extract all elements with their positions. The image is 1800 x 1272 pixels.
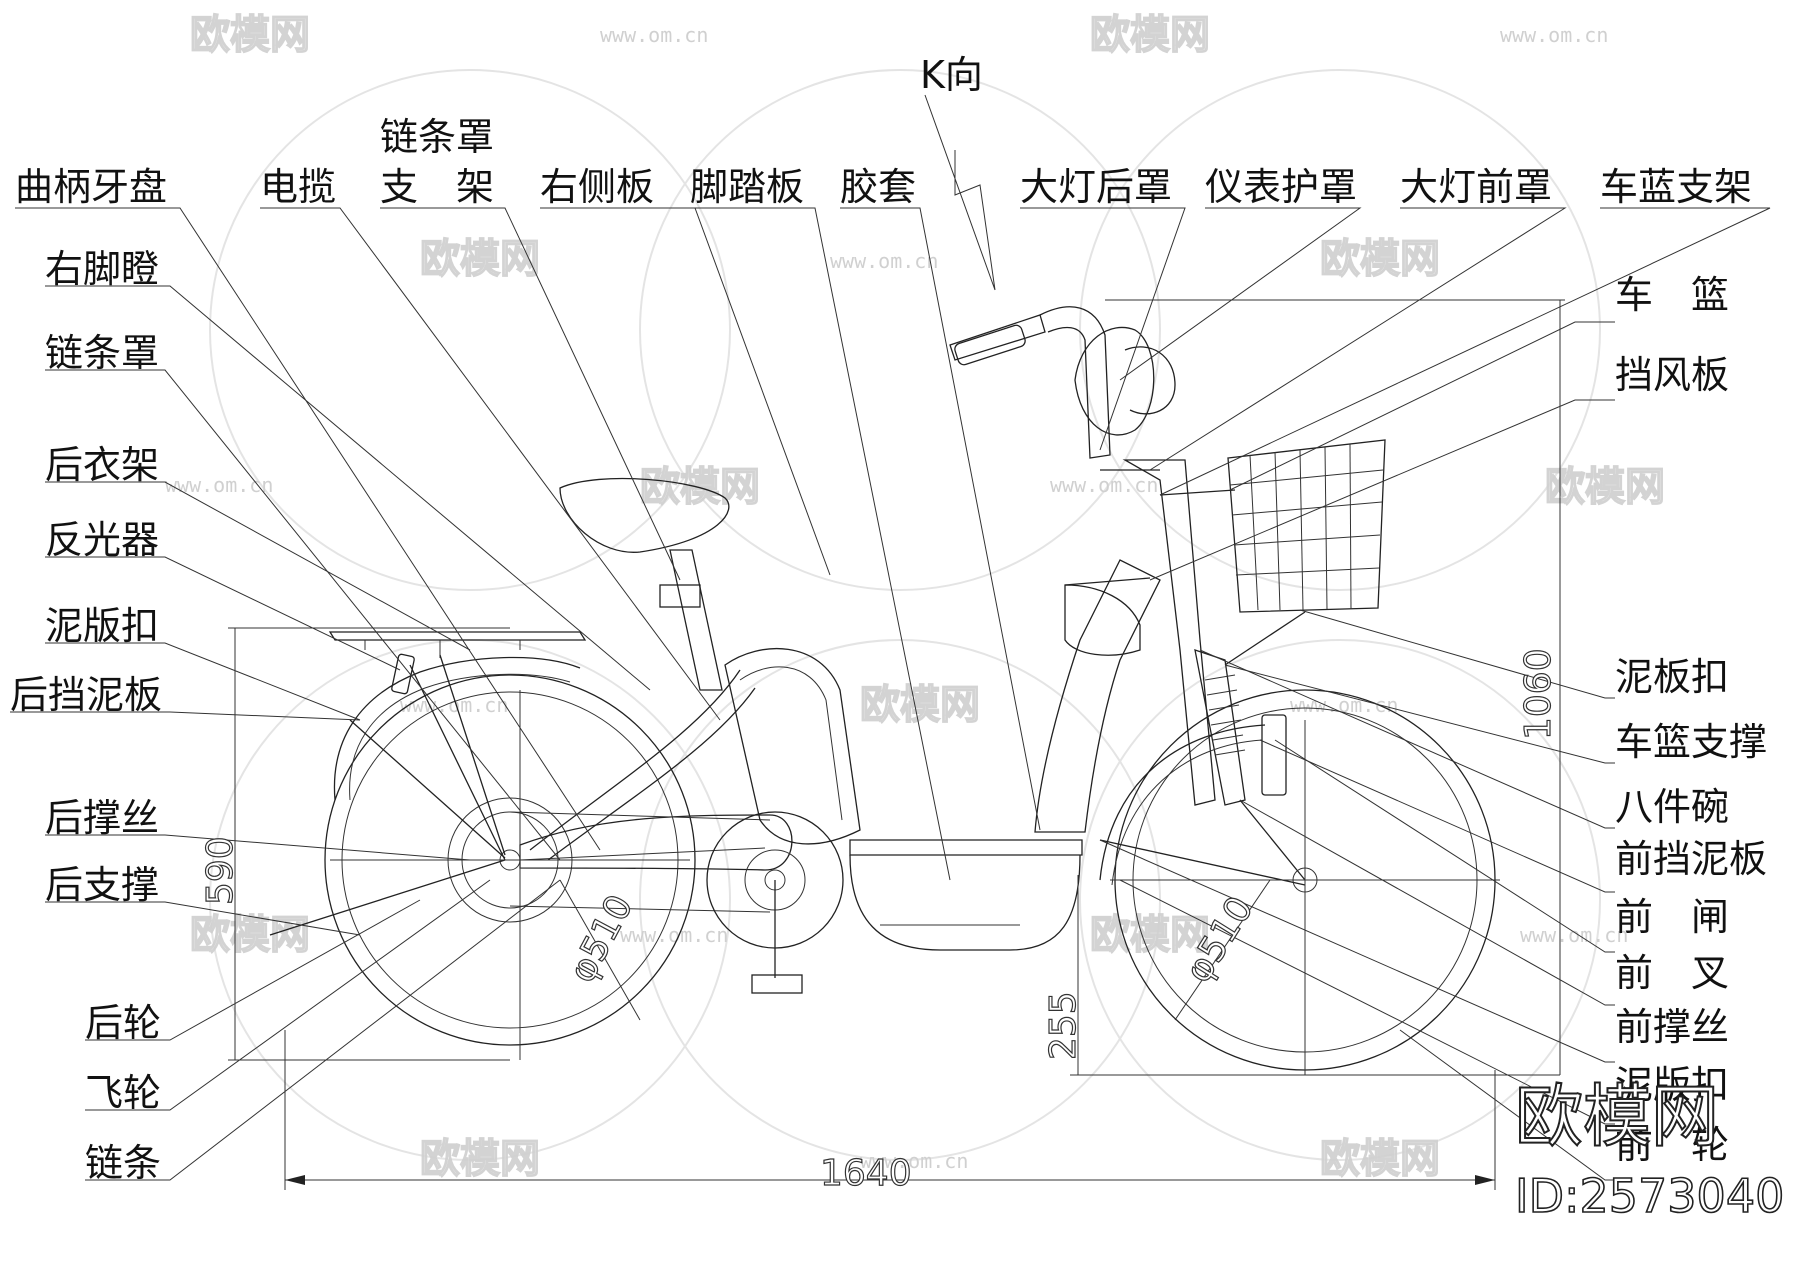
watermark-brand: 欧模网: [640, 464, 760, 510]
watermark-brand: 欧模网: [1320, 236, 1440, 282]
handlebar: [949, 314, 1046, 361]
headlight: [1074, 326, 1155, 436]
label-right-pedal: 右脚瞪: [45, 247, 159, 291]
dimension-lines: [228, 299, 1565, 1190]
label-rear-stay-wire: 后撑丝: [45, 796, 159, 840]
label-chain-cover-bracket-line2: 支 架: [380, 165, 494, 209]
label-fender-clip-left: 泥版扣: [45, 604, 159, 648]
footboard: [849, 839, 1083, 856]
crank-chainring: [706, 811, 844, 994]
watermark-brand: 欧模网: [420, 1136, 540, 1182]
watermark-url: www.om.cn: [620, 923, 728, 947]
label-front-stay-wire: 前撑丝: [1615, 1005, 1729, 1049]
labels-top: 曲柄牙盘 电揽 链条罩 支 架 右侧板 脚踏板 胶套 K向 大灯后罩 仪表护罩 …: [15, 53, 1752, 209]
label-front-fender: 前挡泥板: [1615, 837, 1767, 881]
label-front-brake: 前 闸: [1615, 895, 1729, 939]
label-rear-wheel: 后轮: [85, 1001, 161, 1045]
label-k-direction: K向: [920, 53, 983, 97]
dim-overall-length: 1640: [820, 1153, 912, 1194]
rear-rack: [328, 631, 587, 861]
basket: [1159, 439, 1386, 666]
label-front-wheel: 前 轮: [1615, 1123, 1729, 1167]
watermark-brand: 欧模网: [1545, 464, 1665, 510]
side-panel: [724, 648, 861, 845]
label-headlight-front-cover: 大灯前罩: [1400, 165, 1552, 209]
label-front-fork: 前 叉: [1615, 951, 1729, 995]
watermark-url: www.om.cn: [830, 249, 938, 273]
reflector: [391, 653, 415, 695]
watermark-brand: 欧模网: [420, 236, 540, 282]
labels-right: 车 篮 挡风板 泥板扣 车篮支撑 八件碗 前挡泥板 前 闸 前 叉 前撑丝 泥版…: [1615, 273, 1767, 1167]
watermark-brand: 欧模网: [1090, 912, 1210, 958]
label-freewheel: 飞轮: [85, 1071, 161, 1115]
watermark-brand: 欧模网: [190, 912, 310, 958]
label-meter-cover: 仪表护罩: [1205, 165, 1357, 209]
saddle: [559, 477, 730, 553]
watermark-url: www.om.cn: [1520, 923, 1628, 947]
label-fender-clip-right-2: 泥版扣: [1615, 1063, 1729, 1107]
label-rear-fender: 后挡泥板: [10, 673, 162, 717]
label-basket: 车 篮: [1615, 273, 1729, 317]
seat-post: [669, 549, 723, 691]
logo-brand-text: 欧模网: [1515, 1078, 1719, 1157]
grip: [954, 324, 1026, 366]
watermark-url: www.om.cn: [600, 23, 708, 47]
label-fender-clip-right: 泥板扣: [1615, 655, 1729, 699]
watermark-brand: 欧模网: [1320, 1136, 1440, 1182]
logo-id-text: ID:2573040: [1515, 1169, 1784, 1223]
bicycle-drawing: [10, 94, 1771, 1190]
watermark-url: www.om.cn: [1050, 473, 1158, 497]
label-footboard: 脚踏板: [690, 165, 804, 209]
watermark-brand: 欧模网: [190, 12, 310, 58]
label-right-side-panel: 右侧板: [540, 165, 654, 209]
front-fender: [1099, 724, 1266, 881]
watermark-url: www.om.cn: [165, 473, 273, 497]
leg-shield: [1034, 559, 1161, 833]
chain-guard: [519, 814, 793, 871]
windshield: [1064, 577, 1151, 586]
label-headset: 八件碗: [1615, 785, 1729, 829]
label-chain-cover: 链条罩: [45, 331, 159, 375]
label-chain-cover-bracket-line1: 链条罩: [380, 115, 494, 159]
label-crank-chainring: 曲柄牙盘: [15, 165, 167, 209]
label-cable: 电揽: [260, 165, 336, 209]
label-rear-support: 后支撑: [45, 863, 159, 907]
watermark-layer: 欧模网 欧模网 欧模网 欧模网 欧模网 欧模网 欧模网 欧模网 欧模网 欧模网 …: [165, 11, 1666, 1183]
label-rear-rack: 后衣架: [45, 443, 159, 487]
label-basket-bracket: 车蓝支架: [1600, 165, 1752, 209]
watermark-url: www.om.cn: [1500, 23, 1608, 47]
label-windshield: 挡风板: [1615, 353, 1729, 397]
leader-lines: [10, 207, 1771, 1181]
label-reflector: 反光器: [45, 518, 159, 562]
dim-overall-height: 1060: [1518, 648, 1559, 740]
label-headlight-rear-cover: 大灯后罩: [1020, 165, 1172, 209]
label-chain: 链条: [85, 1141, 161, 1185]
labels-left: 右脚瞪 链条罩 后衣架 反光器 泥版扣 后挡泥板 后撑丝 后支撑 后轮 飞轮 链…: [10, 247, 162, 1185]
watermark-brand: 欧模网: [860, 682, 980, 728]
dim-step-height: 255: [1043, 991, 1084, 1060]
label-rubber-sleeve: 胶套: [840, 165, 916, 209]
watermark-brand: 欧模网: [1090, 12, 1210, 58]
rear-fender: [333, 656, 581, 801]
watermark-url: www.om.cn: [860, 1149, 968, 1173]
k-direction-arrow: [924, 94, 996, 291]
label-basket-support: 车篮支撑: [1615, 720, 1767, 764]
brand-logo: 欧模网 ID:2573040: [1514, 1077, 1785, 1224]
dim-rear-height: 590: [200, 836, 241, 905]
